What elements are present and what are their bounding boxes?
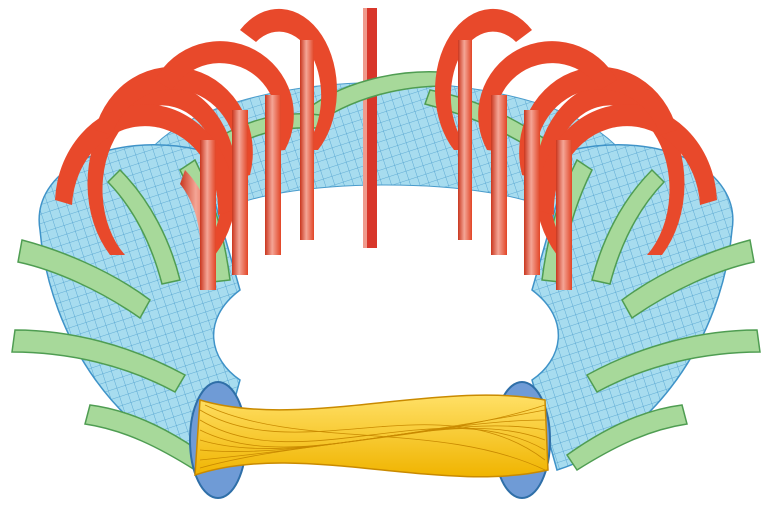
central-plate <box>363 8 377 248</box>
flux-bundle <box>195 395 548 477</box>
